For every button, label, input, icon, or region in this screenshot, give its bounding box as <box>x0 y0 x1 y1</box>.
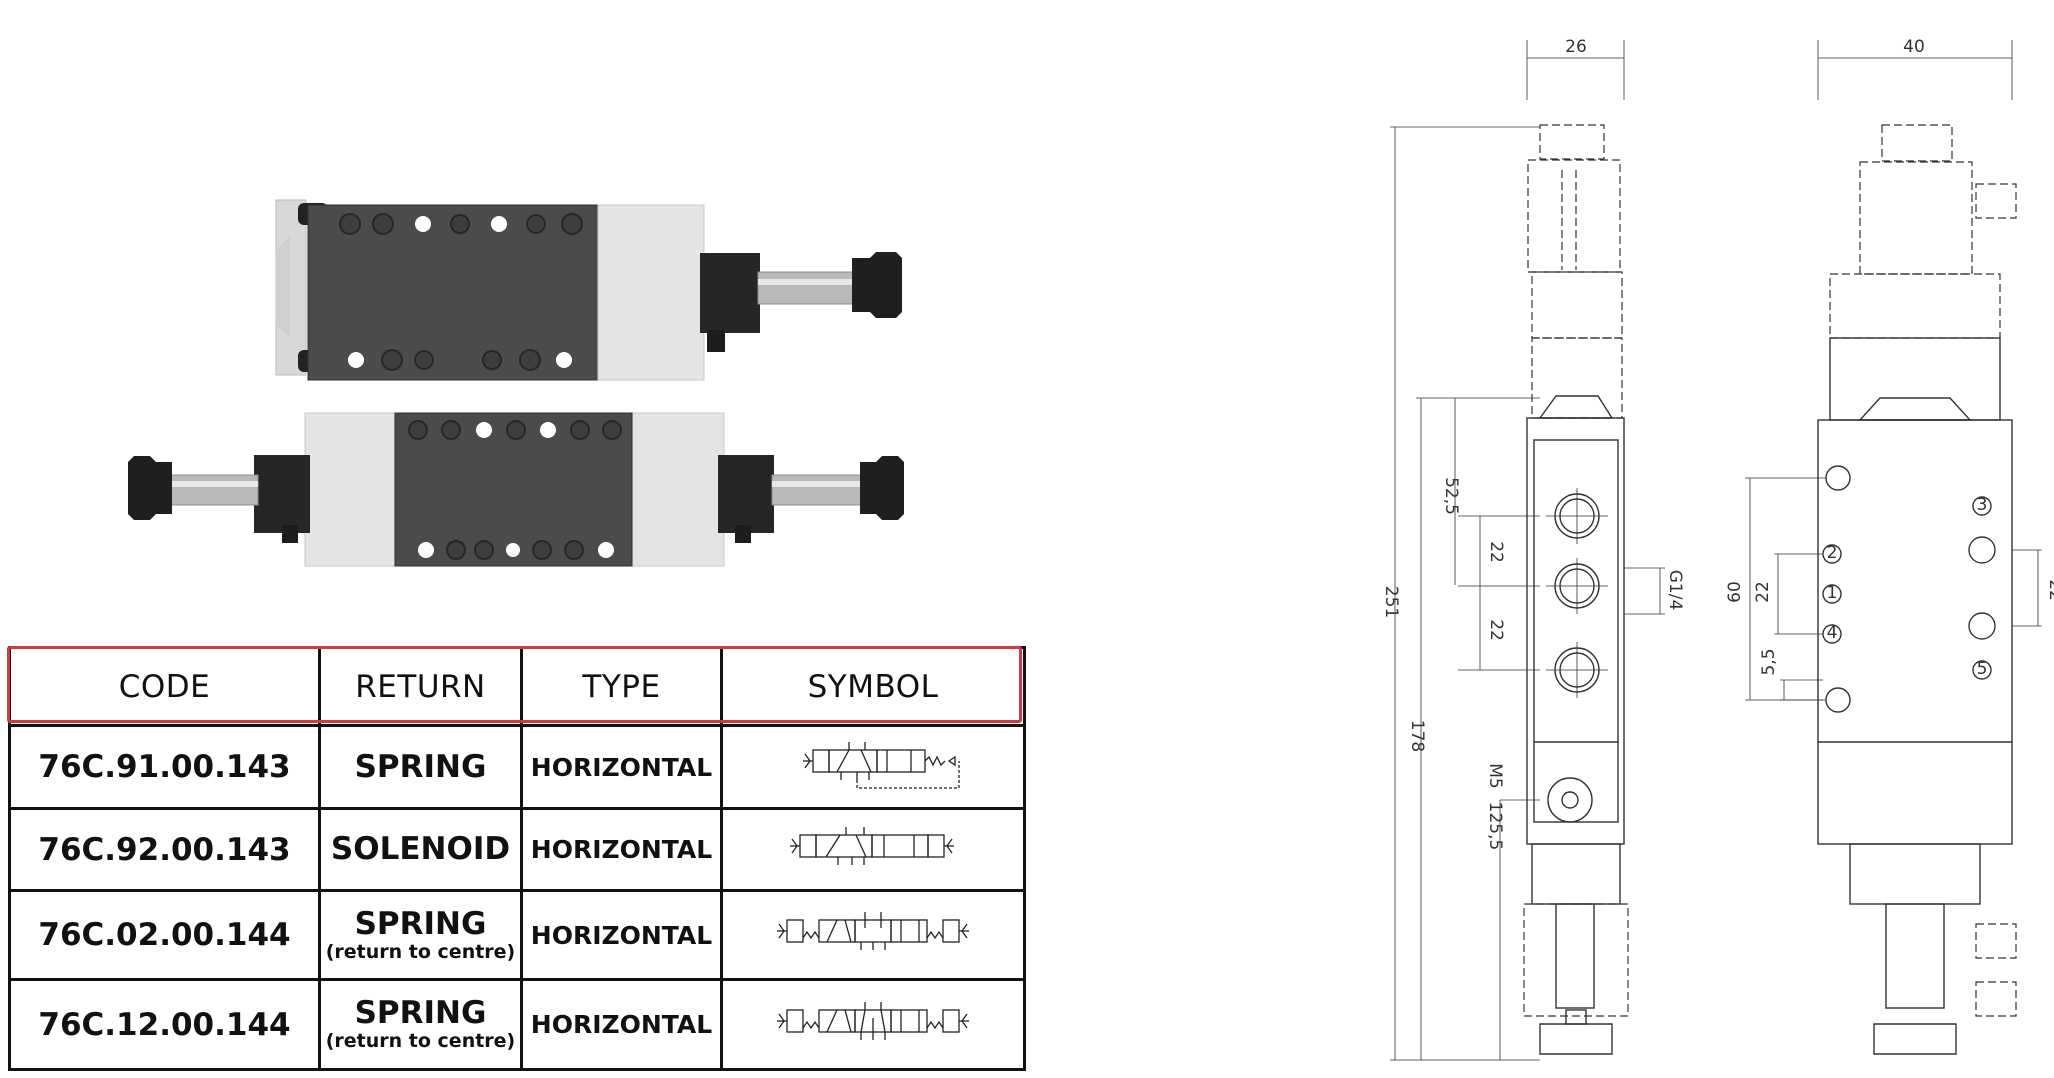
return-label: SPRING <box>354 905 487 942</box>
dim-overall-length: 251 <box>1381 586 1401 618</box>
single-solenoid-valve-render <box>275 199 902 381</box>
cell-type: HORIZONTAL <box>520 807 723 892</box>
header-code: CODE <box>8 646 321 727</box>
port-label-1: 1 <box>1827 583 1838 603</box>
port-label-2: 2 <box>1827 543 1838 563</box>
cell-symbol <box>720 807 1026 892</box>
cell-code: 76C.92.00.143 <box>8 807 321 892</box>
dim-mount-lower: 125,5 <box>1485 802 1505 851</box>
pneumatic-symbol-5-2-spring-icon <box>803 742 960 789</box>
dim-front-22b: 22 <box>2045 579 2054 601</box>
return-label: SPRING <box>354 748 487 785</box>
return-label: SOLENOID <box>330 831 511 867</box>
port-label-3: 3 <box>1977 495 1988 515</box>
table-row: 76C.12.00.144 SPRING(return to centre) H… <box>8 978 1026 1071</box>
table-row: 76C.91.00.143 SPRING HORIZONTAL <box>8 724 1026 810</box>
cell-return: SPRING(return to centre) <box>318 889 523 981</box>
table-row: 76C.92.00.143 SOLENOID HORIZONTAL <box>8 807 1026 892</box>
cell-return: SPRING(return to centre) <box>318 978 523 1071</box>
cell-return: SPRING <box>318 724 523 810</box>
dim-width-front: 40 <box>1903 37 1925 57</box>
table-row: 76C.02.00.144 SPRING(return to centre) H… <box>8 889 1026 981</box>
return-sublabel: (return to centre) <box>325 940 516 963</box>
pneumatic-symbol-5-2-double-icon <box>790 826 954 865</box>
dim-front-60: 60 <box>1725 581 1745 603</box>
cell-type: HORIZONTAL <box>520 889 723 981</box>
dim-mount-upper: 52,5 <box>1441 477 1461 515</box>
return-label: SPRING <box>354 995 487 1031</box>
header-symbol: SYMBOL <box>720 646 1026 727</box>
dim-width-side: 26 <box>1565 37 1587 57</box>
dim-pitch-b: 22 <box>1486 619 1506 641</box>
cell-type: HORIZONTAL <box>520 724 723 810</box>
table-header-row: CODE RETURN TYPE SYMBOL <box>8 646 1026 727</box>
cell-symbol <box>720 889 1026 981</box>
header-type: TYPE <box>520 646 723 727</box>
header-return: RETURN <box>318 646 523 727</box>
return-sublabel: (return to centre) <box>325 1030 516 1052</box>
port-label-5: 5 <box>1977 659 1988 679</box>
cell-code: 76C.02.00.144 <box>8 889 321 981</box>
cell-code: 76C.91.00.143 <box>8 724 321 810</box>
dim-front-22a: 22 <box>1753 581 1773 603</box>
cell-return: SOLENOID <box>318 807 523 892</box>
dim-front-5-5: 5,5 <box>1759 648 1779 675</box>
dim-pitch-a: 22 <box>1486 541 1506 563</box>
spec-table: CODE RETURN TYPE SYMBOL 76C.91.00.143 SP… <box>8 646 1026 1071</box>
dim-body-length: 178 <box>1407 720 1427 752</box>
pneumatic-symbol-5-3-open-icon <box>777 1001 969 1040</box>
dim-thread-port: G1/4 <box>1665 570 1685 611</box>
cell-symbol <box>720 724 1026 810</box>
cell-type: HORIZONTAL <box>520 978 723 1071</box>
dim-thread-pilot: M5 <box>1485 763 1505 788</box>
cell-code: 76C.12.00.144 <box>8 978 321 1071</box>
pneumatic-symbol-5-3-closed-icon <box>777 912 969 950</box>
port-label-4: 4 <box>1827 623 1838 643</box>
cell-symbol <box>720 978 1026 1071</box>
